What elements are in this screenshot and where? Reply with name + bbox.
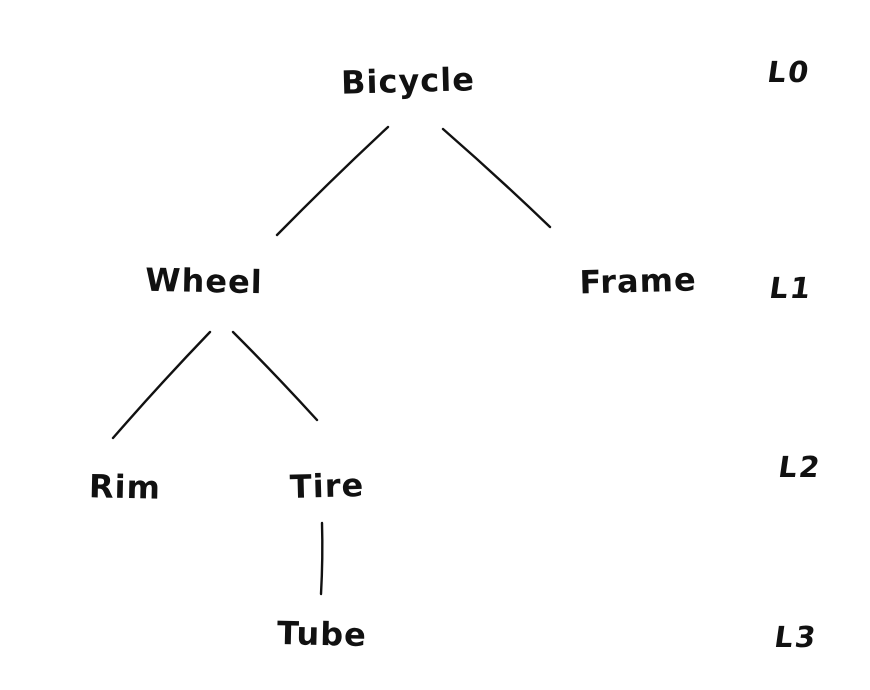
node-label-bicycle: Bicycle <box>340 60 476 102</box>
edge-wheel-rim <box>111 330 212 440</box>
node-label-tube: Tube <box>276 614 368 654</box>
node-label-frame: Frame <box>578 260 698 302</box>
node-label-rim: Rim <box>88 467 162 507</box>
node-label-wheel: Wheel <box>144 260 264 302</box>
edge-bicycle-wheel <box>275 125 390 237</box>
edge-wheel-tire <box>231 330 319 422</box>
edge-tire-tube <box>319 521 324 596</box>
level-label-l2: L2 <box>776 450 824 484</box>
node-label-tire: Tire <box>289 466 365 506</box>
level-label-l3: L3 <box>772 620 820 654</box>
level-label-l1: L1 <box>767 271 815 305</box>
level-label-l0: L0 <box>765 55 813 89</box>
edge-bicycle-frame <box>441 127 552 229</box>
